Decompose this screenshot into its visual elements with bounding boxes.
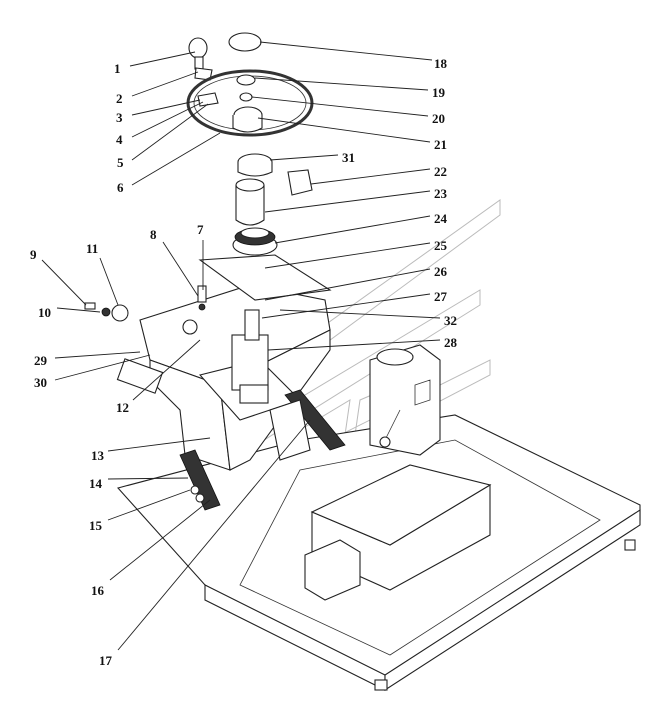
callout-4: 4	[116, 132, 123, 147]
callout-14: 14	[89, 476, 103, 491]
callout-8: 8	[150, 227, 157, 242]
callout-15: 15	[89, 518, 103, 533]
callout-26: 26	[434, 264, 448, 279]
callout-16: 16	[91, 583, 105, 598]
callout-18: 18	[434, 56, 448, 71]
callout-17: 17	[99, 653, 113, 668]
pedestal	[369, 344, 441, 456]
callout-labels: 1 2 3 4 5 6 7 8 9 10 11 12 13 14 15 16 1…	[30, 56, 458, 668]
callout-25: 25	[434, 238, 448, 253]
pedals	[179, 389, 346, 511]
callout-9: 9	[30, 247, 37, 262]
callout-32: 32	[444, 313, 457, 328]
callout-12: 12	[116, 400, 129, 415]
base-frame	[116, 414, 641, 692]
callout-1: 1	[114, 61, 121, 76]
callout-7: 7	[197, 222, 204, 237]
callout-5: 5	[117, 155, 124, 170]
callout-13: 13	[91, 448, 105, 463]
callout-10: 10	[38, 305, 51, 320]
callout-21: 21	[434, 137, 447, 152]
callout-23: 23	[434, 186, 448, 201]
callout-29: 29	[34, 353, 48, 368]
callout-11: 11	[86, 241, 98, 256]
callout-24: 24	[434, 211, 448, 226]
leader-lines	[41, 41, 441, 651]
callout-3: 3	[116, 110, 123, 125]
callout-27: 27	[434, 289, 448, 304]
callout-20: 20	[432, 111, 445, 126]
callout-28: 28	[444, 335, 458, 350]
callout-6: 6	[117, 180, 124, 195]
callout-19: 19	[432, 85, 446, 100]
callout-2: 2	[116, 91, 123, 106]
callout-30: 30	[34, 375, 47, 390]
callout-22: 22	[434, 164, 447, 179]
callout-31: 31	[342, 150, 355, 165]
